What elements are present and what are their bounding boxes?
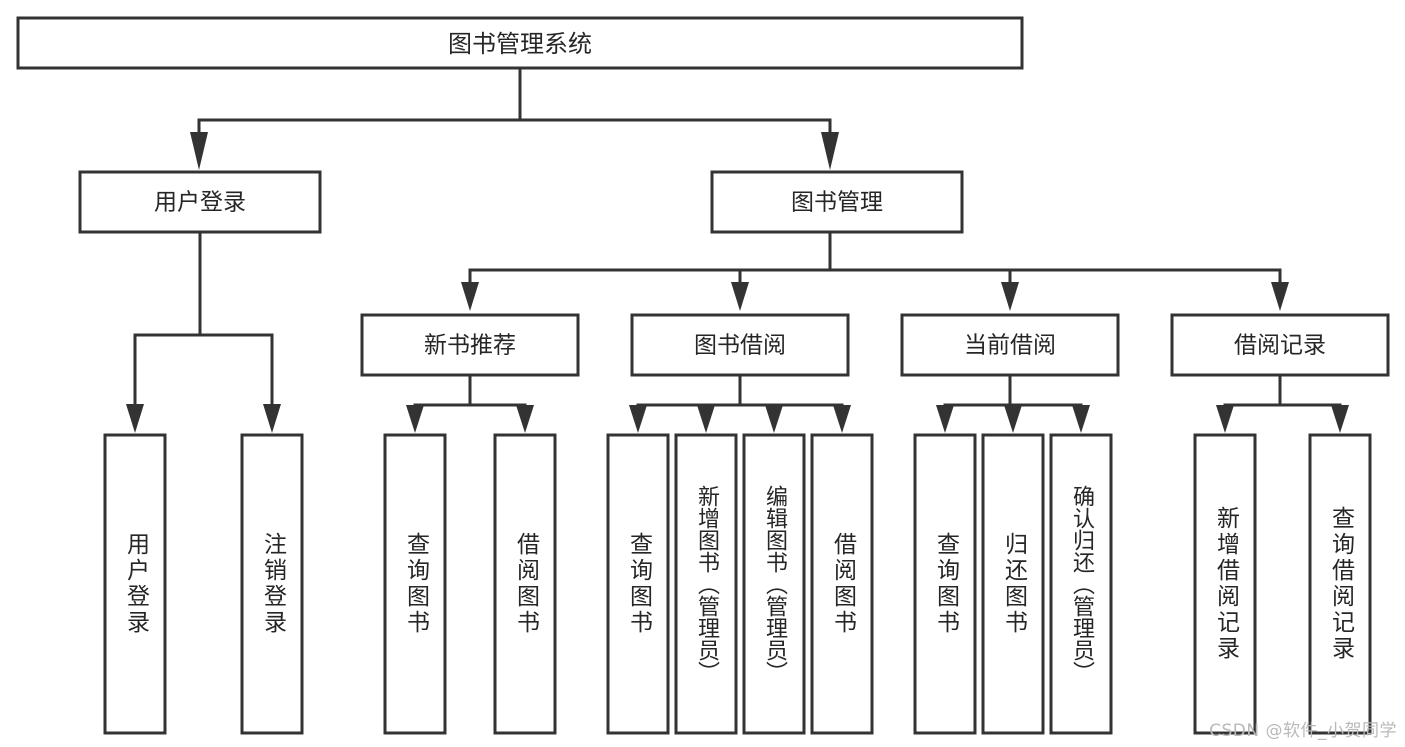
csdn-watermark: CSDN @软件_小贺同学 bbox=[1209, 721, 1397, 741]
arrow-head-leaf-borrow-book-1 bbox=[516, 405, 534, 433]
leaf-box-edit-book[interactable] bbox=[742, 433, 806, 735]
node-book-borrow-label: 图书借阅 bbox=[694, 333, 786, 359]
leaf-box-query-book-2[interactable] bbox=[606, 433, 670, 735]
leaf-box-logout[interactable] bbox=[240, 433, 304, 735]
arrow-head-leaf-query-book-1 bbox=[406, 405, 424, 433]
node-user-login-label: 用户登录 bbox=[154, 190, 246, 216]
node-root-label: 图书管理系统 bbox=[448, 30, 592, 58]
leaf-box-query-record[interactable] bbox=[1308, 433, 1372, 735]
node-book-manage-box[interactable] bbox=[710, 170, 964, 234]
arrow-head-leaf-borrow-book-2 bbox=[833, 405, 851, 433]
arrow-head-book-manage bbox=[821, 132, 839, 170]
node-new-book-box[interactable] bbox=[360, 313, 580, 377]
node-current-borrow-label: 当前借阅 bbox=[964, 333, 1056, 359]
arrow-head-leaf-edit-book bbox=[765, 405, 783, 433]
arrow-head-borrow-records bbox=[1271, 282, 1289, 311]
node-book-manage-label: 图书管理 bbox=[791, 190, 883, 216]
node-current-borrow-box[interactable] bbox=[900, 313, 1120, 377]
leaf-box-add-record[interactable] bbox=[1193, 433, 1257, 735]
node-root-box[interactable] bbox=[16, 16, 1024, 70]
arrow-head-leaf-query-record bbox=[1331, 405, 1349, 433]
node-borrow-records-box[interactable] bbox=[1170, 313, 1390, 377]
arrow-head-leaf-query-book-3 bbox=[936, 405, 954, 433]
arrow-head-leaf-return-book bbox=[1004, 405, 1022, 433]
arrow-head-user-login bbox=[190, 132, 208, 170]
arrow-head-leaf-confirm-return bbox=[1072, 405, 1090, 433]
node-book-borrow-box[interactable] bbox=[630, 313, 850, 377]
arrow-head-book-borrow bbox=[731, 282, 749, 311]
node-new-book-label: 新书推荐 bbox=[424, 333, 516, 359]
node-borrow-records-label: 借阅记录 bbox=[1234, 333, 1326, 359]
arrow-head-leaf-user-login bbox=[126, 404, 144, 433]
arrow-head-leaf-query-book-2 bbox=[629, 405, 647, 433]
leaf-box-borrow-book-2[interactable] bbox=[810, 433, 874, 735]
arrow-head-leaf-add-book bbox=[697, 405, 715, 433]
leaf-box-confirm-return[interactable] bbox=[1049, 433, 1113, 735]
arrow-head-current-borrow bbox=[1001, 282, 1019, 311]
leaf-box-query-book-1[interactable] bbox=[383, 433, 447, 735]
leaf-box-query-book-3[interactable] bbox=[913, 433, 977, 735]
leaf-box-return-book[interactable] bbox=[981, 433, 1045, 735]
arrow-head-leaf-logout bbox=[263, 404, 281, 433]
arrow-head-new-book bbox=[461, 282, 479, 311]
leaf-box-user-login[interactable] bbox=[103, 433, 167, 735]
leaf-box-add-book[interactable] bbox=[674, 433, 738, 735]
leaf-box-borrow-book-1[interactable] bbox=[493, 433, 557, 735]
arrow-head-leaf-add-record bbox=[1216, 405, 1234, 433]
